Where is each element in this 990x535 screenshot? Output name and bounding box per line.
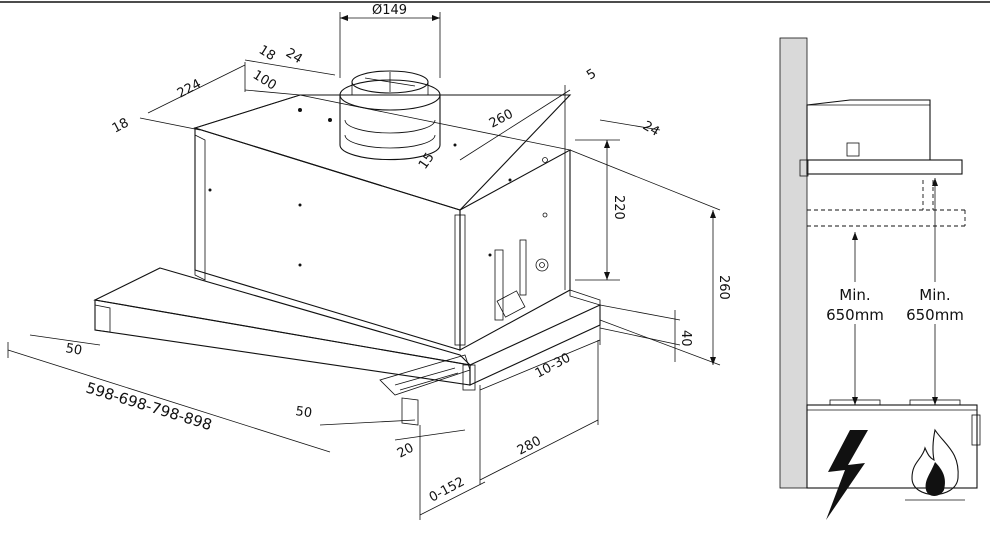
lightning-bolt-icon (826, 430, 868, 520)
dim-40: 40 (678, 330, 693, 347)
dim-10-30: 10-30 (533, 351, 573, 382)
min-label-electric-line1: Min. (839, 286, 870, 304)
min-label-gas-line1: Min. (919, 286, 950, 304)
gas-flame-icon (905, 428, 965, 501)
dim-5: 5 (584, 66, 599, 83)
dim-260-top: 260 (487, 107, 516, 132)
duct-collar (339, 70, 441, 161)
dim-224: 224 (175, 77, 204, 102)
dim-18-top: 18 (256, 43, 278, 64)
dim-50-right: 50 (294, 404, 312, 421)
installation-view (779, 37, 981, 489)
dim-15: 15 (416, 150, 438, 172)
dimension-lines (7, 12, 721, 520)
dim-220: 220 (611, 195, 626, 220)
dim-24-right: 24 (640, 118, 662, 139)
dim-100: 100 (250, 68, 279, 94)
dim-duct-diameter: Ø149 (372, 3, 407, 18)
dim-260-height: 260 (716, 275, 731, 300)
dim-width-range: 598-698-798-898 (84, 379, 214, 434)
dim-24-top: 24 (283, 46, 305, 67)
min-label-gas-line2: 650mm (906, 306, 964, 324)
dim-20: 20 (395, 441, 417, 462)
hood-body (193, 94, 572, 351)
min-label-electric-line2: 650mm (826, 306, 884, 324)
dim-50-left: 50 (64, 341, 83, 359)
dim-18-left: 18 (110, 116, 132, 137)
